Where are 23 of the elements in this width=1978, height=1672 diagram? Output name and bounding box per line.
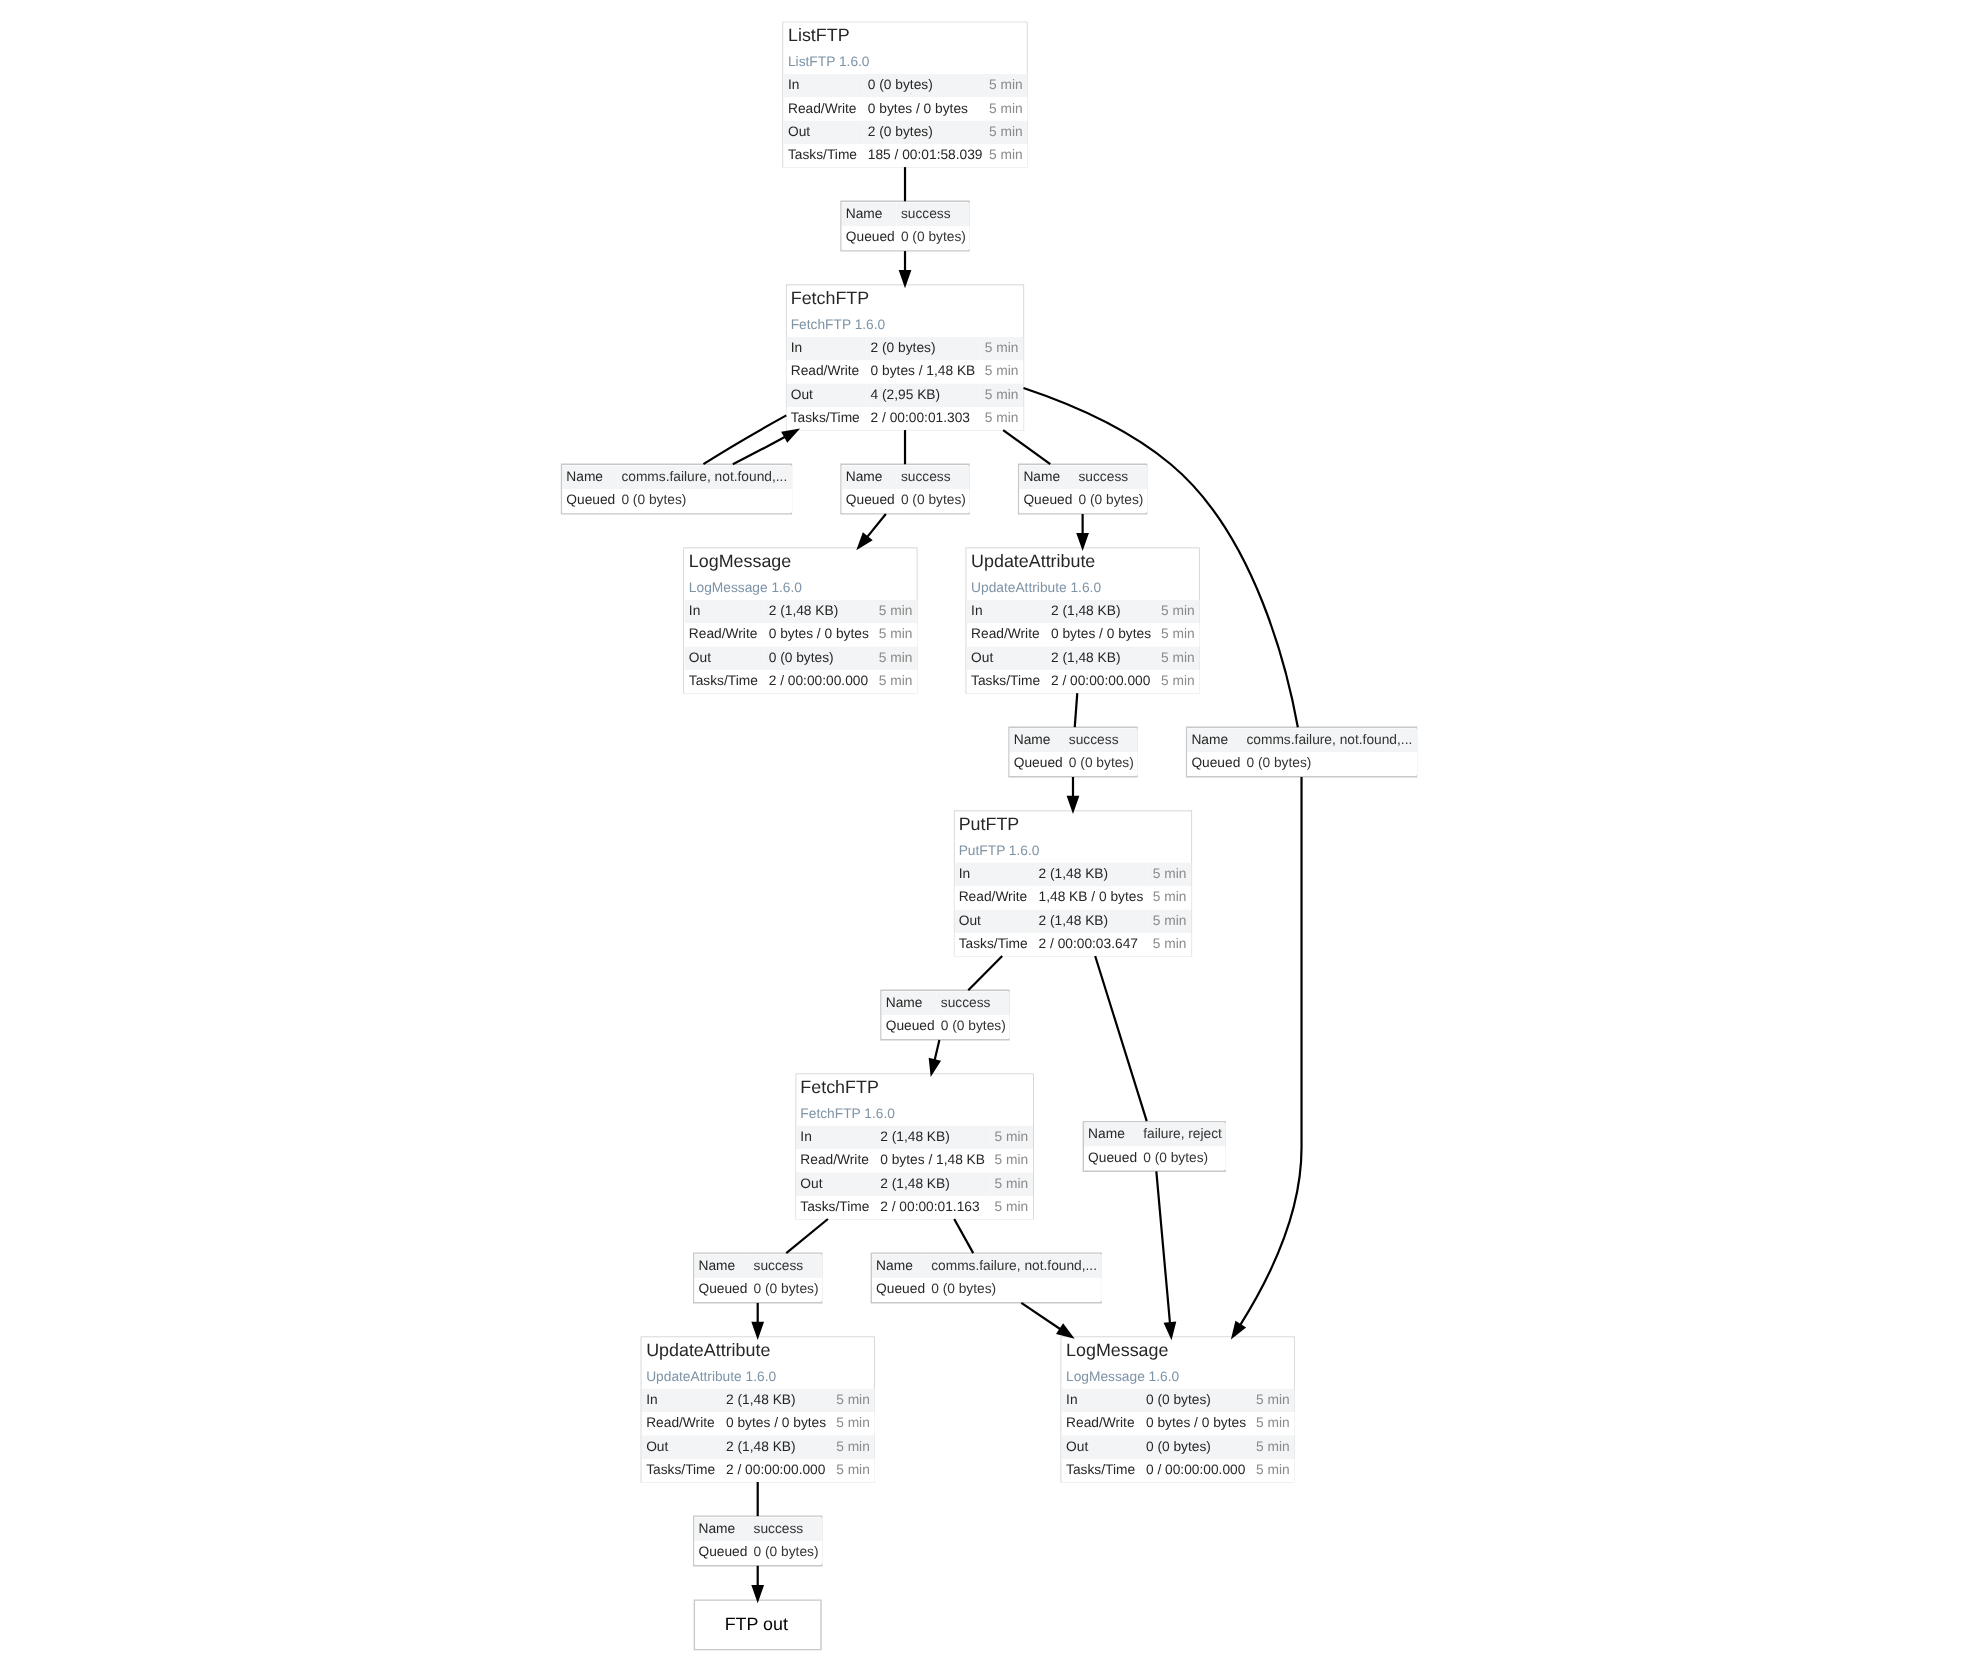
connector: [1073, 692, 1079, 728]
node-box: FTP out: [693, 1599, 822, 1651]
connector: [953, 1218, 975, 1254]
arrow: [751, 1565, 765, 1604]
arrow: [1155, 1171, 1177, 1341]
connector: [1023, 387, 1299, 728]
arrow: [856, 513, 887, 551]
connector: [756, 1481, 759, 1517]
connector: [785, 1218, 829, 1254]
connector: [702, 414, 787, 466]
connector: [1002, 429, 1051, 466]
connector: [1094, 955, 1148, 1122]
arrow: [1076, 514, 1089, 552]
arrow: [928, 1039, 942, 1077]
connector: [967, 955, 1003, 991]
arrow: [732, 428, 801, 466]
connector: [903, 430, 907, 465]
arrow: [1230, 777, 1303, 1340]
connector: [903, 167, 907, 202]
arrow: [1020, 1302, 1075, 1339]
arrow: [898, 251, 912, 289]
arrow: [1066, 777, 1080, 815]
arrow: [751, 1302, 765, 1340]
